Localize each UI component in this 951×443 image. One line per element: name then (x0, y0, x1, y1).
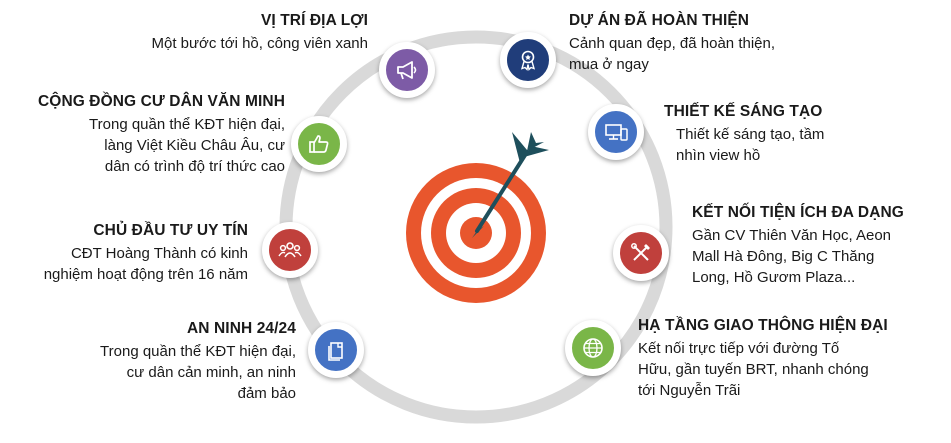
feature-desc: Trong quần thể KĐT hiện đại, cư dân cản … (100, 343, 296, 402)
feature-desc: Trong quần thể KĐT hiện đại, làng Việt K… (89, 116, 285, 175)
feature-title: HẠ TẦNG GIAO THÔNG HIỆN ĐẠI (638, 317, 888, 334)
feature-community: CỘNG ĐỒNG CƯ DÂN VĂN MINH Trong quần thể… (38, 93, 285, 177)
badge-location (379, 42, 435, 98)
feature-location: VỊ TRÍ ĐỊA LỢI Một bước tới hồ, công viê… (152, 12, 369, 54)
feature-title: THIẾT KẾ SÁNG TẠO (664, 103, 823, 120)
feature-amenities: KẾT NỐI TIỆN ÍCH ĐA DẠNG Gần CV Thiên Vă… (692, 204, 904, 288)
badge-amenities (613, 225, 669, 281)
feature-title: AN NINH 24/24 (187, 320, 296, 337)
feature-transport: HẠ TẦNG GIAO THÔNG HIỆN ĐẠI Kết nối trực… (638, 317, 888, 401)
badge-design (588, 104, 644, 160)
feature-desc: Một bước tới hồ, công viên xanh (151, 35, 369, 52)
people-icon (278, 242, 302, 258)
feature-desc: Cảnh quan đẹp, đã hoàn thiện, mua ở ngay (569, 35, 776, 73)
globe-icon (583, 338, 603, 358)
feature-desc: Kết nối trực tiếp với đường Tố Hữu, gần … (638, 340, 869, 399)
feature-title: VỊ TRÍ ĐỊA LỢI (260, 12, 368, 29)
feature-title: KẾT NỐI TIỆN ÍCH ĐA DẠNG (692, 204, 904, 221)
thumbs-up-icon (309, 135, 329, 153)
feature-desc: CĐT Hoàng Thành có kinh nghiệm hoạt động… (43, 245, 248, 283)
feature-design: THIẾT KẾ SÁNG TẠO Thiết kế sáng tạo, tầm… (664, 103, 824, 166)
feature-desc: Thiết kế sáng tạo, tầm nhìn view hồ (676, 126, 825, 164)
megaphone-icon (397, 61, 417, 80)
documents-icon (328, 342, 343, 361)
arrow-icon (472, 132, 549, 238)
tools-icon (631, 243, 650, 261)
award-icon (520, 50, 536, 71)
feature-title: DỰ ÁN ĐÃ HOÀN THIỆN (569, 12, 750, 29)
badge-security (308, 322, 364, 378)
feature-title: CỘNG ĐỒNG CƯ DÂN VĂN MINH (38, 93, 285, 110)
feature-completed: DỰ ÁN ĐÃ HOÀN THIỆN Cảnh quan đẹp, đã ho… (569, 12, 775, 75)
feature-security: AN NINH 24/24 Trong quần thể KĐT hiện đạ… (100, 320, 296, 404)
badge-community (291, 116, 347, 172)
badge-transport (565, 320, 621, 376)
feature-desc: Gần CV Thiên Văn Học, Aeon Mall Hà Đông,… (692, 227, 892, 286)
feature-investor: CHỦ ĐẦU TƯ UY TÍN CĐT Hoàng Thành có kin… (44, 222, 248, 285)
badge-completed (500, 32, 556, 88)
devices-icon (605, 124, 628, 141)
feature-title: CHỦ ĐẦU TƯ UY TÍN (93, 222, 248, 239)
badge-investor (262, 222, 318, 278)
